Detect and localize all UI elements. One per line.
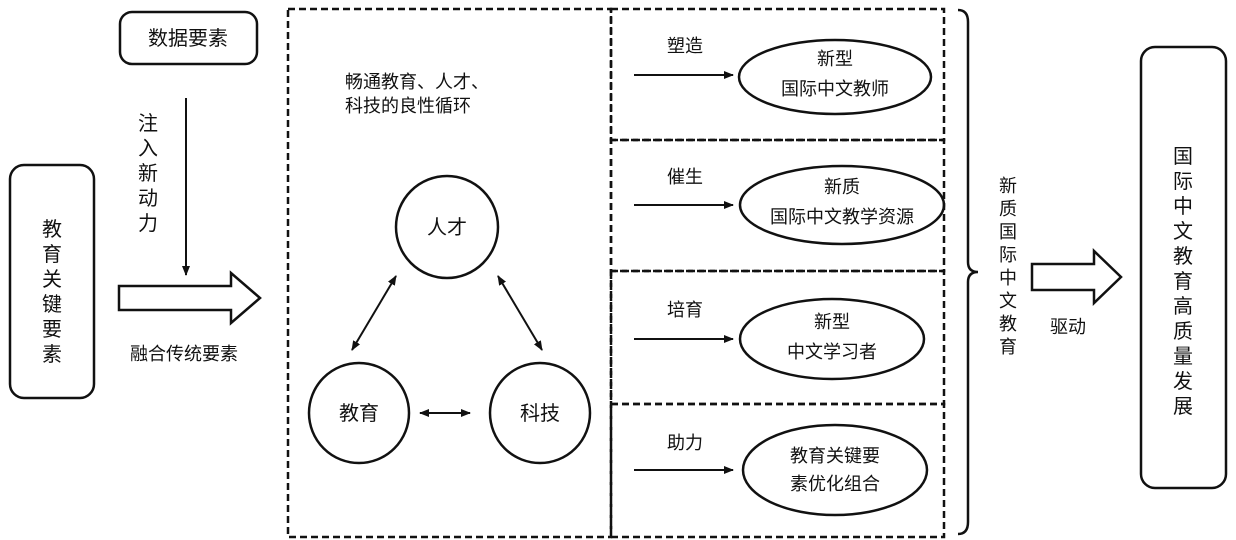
outcome-verb-4: 助力 bbox=[667, 433, 703, 454]
data-element-label: 数据要素 bbox=[148, 26, 228, 50]
cycle-title-line1: 畅通教育、人才、 bbox=[345, 72, 489, 93]
outcome-ellipse-1 bbox=[737, 38, 933, 116]
outcome-verb-3: 培育 bbox=[667, 300, 703, 321]
outcome-line2-3: 中文学习者 bbox=[787, 342, 877, 363]
outcome-line1-3: 新型 bbox=[814, 312, 850, 333]
drive-label: 驱动 bbox=[1050, 317, 1086, 338]
outcome-line2-2: 国际中文教学资源 bbox=[770, 207, 914, 228]
outcome-line1-4: 教育关键要 bbox=[790, 446, 880, 467]
outcome-verb-1: 塑造 bbox=[667, 36, 703, 57]
high-quality-label: 国际中文教育高质量发展 bbox=[1173, 144, 1193, 418]
right-brace bbox=[957, 8, 979, 536]
fusion-hollow-arrow bbox=[117, 270, 262, 326]
technology-circle bbox=[488, 361, 592, 465]
fusion-label: 融合传统要素 bbox=[130, 344, 238, 365]
technology-label: 科技 bbox=[520, 401, 560, 425]
outcome-line2-4: 素优化组合 bbox=[790, 474, 880, 495]
outcome-box-4 bbox=[609, 402, 946, 539]
data-element-box bbox=[118, 10, 259, 66]
cycle-title-line2: 科技的良性循环 bbox=[345, 96, 471, 117]
outcome-line2-1: 国际中文教师 bbox=[781, 79, 889, 100]
outcome-ellipse-3 bbox=[738, 297, 926, 381]
talent-education-arrow bbox=[351, 275, 397, 351]
education-label: 教育 bbox=[339, 401, 379, 425]
talent-technology-arrow bbox=[497, 275, 543, 351]
outcome-line1-1: 新型 bbox=[817, 49, 853, 70]
outcome-ellipse-2 bbox=[738, 164, 946, 246]
inject-label: 注入新动力 bbox=[138, 111, 158, 235]
bracket-label: 新质国际中文教育 bbox=[999, 176, 1017, 358]
talent-circle bbox=[394, 174, 500, 280]
left-element-label: 教育关键要素 bbox=[42, 217, 62, 366]
high-quality-box bbox=[1139, 45, 1228, 490]
outcome-ellipse-4 bbox=[741, 423, 929, 517]
outcome-box-3 bbox=[609, 269, 946, 406]
outcome-verb-2: 催生 bbox=[667, 167, 703, 188]
drive-hollow-arrow bbox=[1030, 248, 1123, 306]
outcomes-column: 塑造 新型 国际中文教师 催生 新质 国际中文教学资源 培育 新型 中文学习者 … bbox=[609, 7, 946, 539]
education-circle bbox=[307, 361, 411, 465]
outcome-line1-2: 新质 bbox=[824, 177, 860, 198]
left-element-box bbox=[8, 163, 96, 400]
talent-label: 人才 bbox=[427, 215, 467, 239]
